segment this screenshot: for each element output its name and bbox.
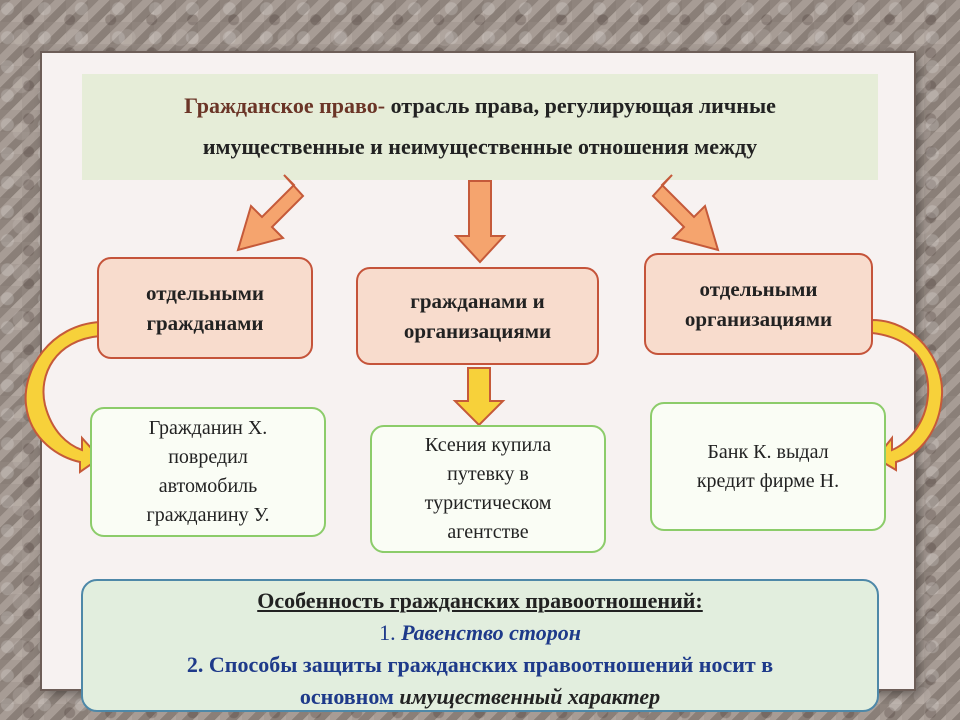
example-citizens-line: Гражданин Х. bbox=[148, 417, 268, 439]
definition-text: отрасль права, регулирующая личные bbox=[385, 93, 776, 118]
category-organizations-line2: организациями bbox=[684, 307, 833, 331]
category-citizens-line1: отдельными bbox=[146, 281, 264, 305]
example-citizens-organizations-line: туристическом bbox=[424, 492, 552, 514]
example-citizens-line: автомобиль bbox=[158, 475, 258, 497]
example-citizens-line: гражданину У. bbox=[146, 504, 270, 526]
arrow-right-curve bbox=[871, 318, 944, 472]
features-item-2: 2. Способы защиты гражданских правоотнош… bbox=[186, 652, 774, 677]
category-citizens-organizations-line1: гражданами и bbox=[410, 289, 545, 313]
arrow-center-yellow bbox=[452, 367, 506, 427]
example-citizens-organizations-line: агентстве bbox=[447, 521, 529, 543]
features-item-3-italic: имущественный характер bbox=[399, 684, 661, 709]
definition-line-1: Гражданское право- отрасль права, регули… bbox=[82, 84, 878, 128]
features-item-1-text: Равенство сторон bbox=[401, 620, 581, 645]
category-citizens: отдельными гражданами bbox=[97, 257, 313, 359]
definition-line-2: имущественные и неимущественные отношени… bbox=[202, 134, 758, 159]
example-citizens-organizations-line: Ксения купила bbox=[424, 434, 552, 456]
features-heading-line: Особенность гражданских правоотношений: bbox=[83, 586, 877, 616]
features-item-3-prefix: основном bbox=[299, 684, 400, 709]
category-citizens-organizations: гражданами и организациями bbox=[356, 267, 599, 365]
category-organizations-line1: отдельными bbox=[699, 277, 818, 301]
definition-term: Гражданское право- bbox=[184, 93, 386, 118]
example-organizations-line: Банк К. выдал bbox=[707, 440, 829, 463]
definition-box: Гражданское право- отрасль права, регули… bbox=[82, 74, 878, 180]
features-box: Особенность гражданских правоотношений: … bbox=[81, 579, 879, 712]
example-citizens: Гражданин Х. повредил автомобиль граждан… bbox=[90, 407, 326, 537]
category-citizens-organizations-line2: организациями bbox=[403, 319, 552, 343]
features-heading: Особенность гражданских правоотношений: bbox=[257, 588, 703, 613]
example-citizens-organizations: Ксения купила путевку в туристическом аг… bbox=[370, 425, 606, 553]
arrow-left-curve bbox=[24, 320, 102, 474]
example-organizations-line: кредит фирме Н. bbox=[696, 469, 840, 492]
category-organizations: отдельными организациями bbox=[644, 253, 873, 355]
arrow-left-down bbox=[236, 174, 305, 252]
arrow-right-down bbox=[651, 174, 720, 252]
example-citizens-organizations-line: путевку в bbox=[447, 463, 529, 485]
category-citizens-line2: гражданами bbox=[146, 311, 264, 335]
features-item-1: 1. Равенство сторон bbox=[83, 618, 877, 648]
features-item-1-number: 1. bbox=[379, 620, 402, 645]
example-organizations: Банк К. выдал кредит фирме Н. bbox=[650, 402, 886, 531]
arrow-center-down bbox=[453, 180, 507, 264]
features-item-3: основном имущественный характер bbox=[83, 682, 877, 712]
example-citizens-line: повредил bbox=[168, 446, 248, 468]
